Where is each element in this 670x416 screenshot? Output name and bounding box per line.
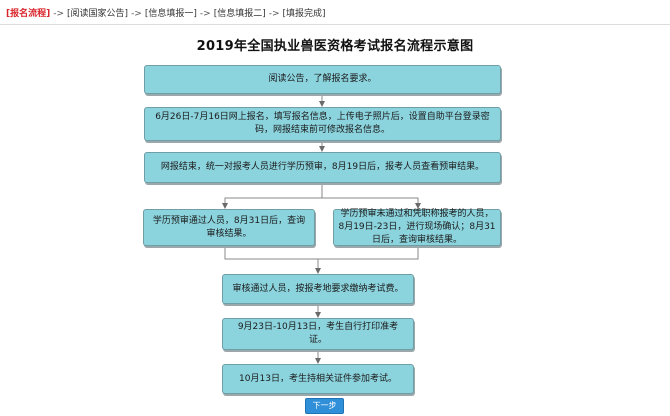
flow-step-text: 学历预审未通过和凭职称报考的人员，8月19日-23日，进行现场确认；8月31日后…	[338, 209, 496, 245]
breadcrumb-item-read-announcement[interactable]: [阅读国家公告]	[67, 9, 129, 19]
flow-step-text: 阅读公告，了解报名要求。	[268, 74, 377, 84]
flow-step-text: 审核通过人员，按报考地要求缴纳考试费。	[232, 283, 404, 294]
flow-step-text: 9月23日-10月13日，考生自行打印准考证。	[237, 322, 399, 345]
flow-step-attend-exam: 10月13日，考生持相关证件参加考试。	[222, 364, 414, 394]
connector-merge-left	[224, 246, 321, 274]
page-title: 2019年全国执业兽医资格考试报名流程示意图	[196, 39, 474, 54]
breadcrumb-separator: ->	[53, 9, 65, 19]
breadcrumb-item-info-step-two[interactable]: [信息填报二]	[213, 9, 266, 19]
flow-step-read-announcement: 阅读公告，了解报名要求。	[144, 65, 501, 94]
flow-step-pay-exam-fee: 审核通过人员，按报考地要求缴纳考试费。	[222, 274, 414, 304]
breadcrumb-separator: ->	[199, 9, 211, 19]
breadcrumb-item-info-step-one[interactable]: [信息填报一]	[144, 9, 197, 19]
flow-step-text: 学历预审通过人员，8月31日后，查询审核结果。	[152, 215, 306, 239]
flow-step-online-registration: 6月26日-7月16日网上报名，填写报名信息，上传电子照片后，设置自助平台登录密…	[144, 107, 501, 141]
breadcrumb-item-complete[interactable]: [填报完成]	[282, 9, 326, 19]
connector-3-split-right	[322, 197, 421, 209]
connector-merge-right	[318, 246, 419, 260]
flow-step-text: 网报结束，统一对报考人员进行学历预审，8月19日后，报考人员查看预审结果。	[160, 162, 485, 172]
next-step-button[interactable]: 下一步	[305, 398, 344, 414]
flow-step-print-admission-ticket: 9月23日-10月13日，考生自行打印准考证。	[222, 318, 414, 350]
flow-step-text: 10月13日，考生持相关证件参加考试。	[239, 373, 397, 384]
connector-3-split-left	[222, 183, 323, 209]
breadcrumb-separator: ->	[131, 9, 142, 19]
flow-step-onsite-confirmation: 学历预审未通过和凭职称报考的人员，8月19日-23日，进行现场确认；8月31日后…	[333, 209, 501, 246]
breadcrumb-item-registration-flow[interactable]: [报名流程]	[6, 9, 51, 19]
breadcrumb: [报名流程]->[阅读国家公告]->[信息填报一]->[信息填报二]->[填报完…	[6, 6, 326, 22]
breadcrumb-divider	[0, 24, 670, 25]
flow-step-review-passed: 学历预审通过人员，8月31日后，查询审核结果。	[143, 209, 315, 246]
breadcrumb-separator: ->	[268, 9, 280, 19]
flow-step-preliminary-review: 网报结束，统一对报考人员进行学历预审，8月19日后，报考人员查看预审结果。	[144, 152, 501, 183]
flow-step-text: 6月26日-7月16日网上报名，填写报名信息，上传电子照片后，设置自助平台登录密…	[155, 112, 490, 135]
